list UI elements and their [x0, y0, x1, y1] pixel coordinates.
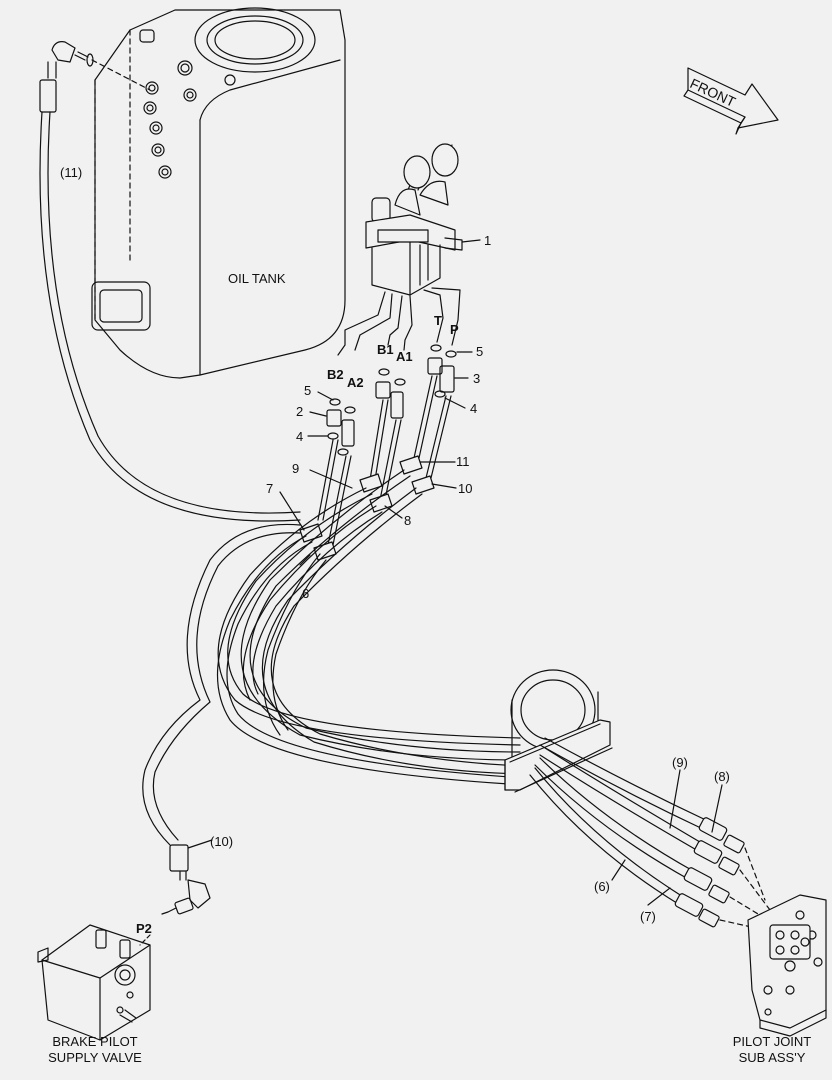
callout-8: 8 — [404, 513, 412, 528]
callout-5-right: 5 — [476, 344, 484, 359]
callout-10: 10 — [458, 481, 473, 496]
hose-bundle — [142, 469, 526, 846]
port-b2-label: B2 — [327, 367, 344, 382]
brake-valve-caption-line1: BRAKE PILOT — [52, 1034, 138, 1049]
port-b1-label: B1 — [377, 342, 394, 357]
port-p2-label: P2 — [136, 921, 152, 936]
callout-6: 6 — [302, 586, 310, 601]
pilot-joint-caption-line1: PILOT JOINT — [732, 1034, 812, 1049]
port-t-label: T — [434, 313, 442, 328]
hose-11-tank-return — [39, 41, 301, 522]
callout-4-left: 4 — [296, 429, 304, 444]
ref-callout-7: (7) — [640, 909, 656, 924]
pilot-joint-subassy — [747, 894, 827, 1037]
brake-valve-caption-line2: SUPPLY VALVE — [48, 1049, 142, 1065]
ref-callout-8: (8) — [714, 769, 730, 784]
ref-callout-10: (10) — [210, 834, 234, 849]
callout-1: 1 — [484, 233, 492, 248]
oil-tank-label: OIL TANK — [228, 271, 286, 286]
port-a1-label: A1 — [396, 349, 413, 364]
callout-5-left: 5 — [304, 383, 312, 398]
front-arrow — [683, 67, 779, 135]
port-p-label: P — [450, 322, 459, 337]
ref-callout-9: (9) — [672, 755, 688, 770]
brake-pilot-supply-valve — [37, 839, 213, 1041]
pilot-valve-1 — [337, 143, 481, 356]
port-a2-label: A2 — [347, 375, 364, 390]
callout-7: 7 — [266, 481, 274, 496]
hoses-to-pilot-joint — [529, 737, 771, 931]
callout-2: 2 — [296, 404, 304, 419]
callout-3: 3 — [473, 371, 481, 386]
ref-callout-6: (6) — [594, 879, 610, 894]
callout-11: 11 — [456, 454, 470, 469]
oil-tank — [91, 7, 346, 379]
pilot-joint-caption: PILOT JOINT SUB ASS'Y — [716, 1034, 828, 1065]
hose-bracket — [504, 669, 613, 793]
callout-9: 9 — [292, 461, 300, 476]
pilot-joint-caption-line2: SUB ASS'Y — [738, 1049, 806, 1065]
callout-4-right: 4 — [470, 401, 478, 416]
ref-callout-11: (11) — [60, 165, 83, 180]
brake-valve-caption: BRAKE PILOT SUPPLY VALVE — [30, 1034, 160, 1065]
